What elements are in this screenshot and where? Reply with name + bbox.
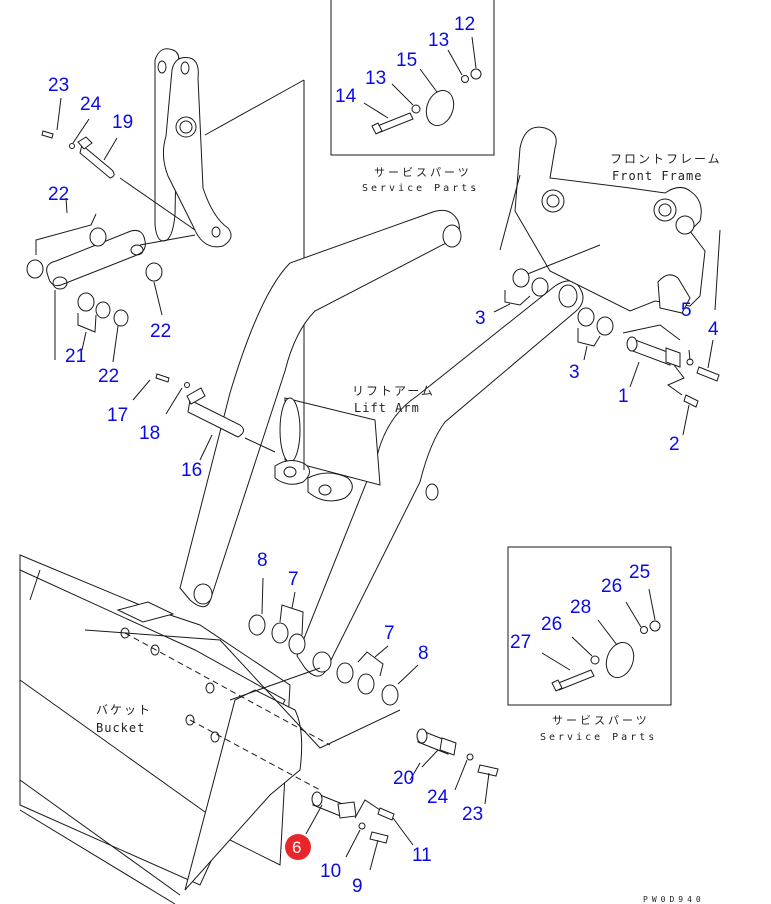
bucket-label-en: Bucket [96,721,145,735]
washer-part-18 [184,382,190,388]
bolt-part-4 [696,366,720,382]
service-parts-box-2: サービスパーツ Service Parts [507,546,672,743]
highlight-badge[interactable] [285,834,311,860]
bolt-part-14 [371,112,414,135]
bucket-label-jp: バケット [96,703,152,717]
callout-24[interactable]: 24 [80,94,102,115]
front-frame-label-jp: フロントフレーム [610,152,722,166]
callout-13[interactable]: 13 [428,30,449,51]
callout-11[interactable]: 11 [412,845,432,866]
callout-9[interactable]: 9 [352,876,363,897]
pin-part-19 [77,136,196,231]
grease-fitting-part-11 [377,807,395,821]
callout-23[interactable]: 23 [462,804,483,825]
callout-3[interactable]: 3 [475,308,486,329]
callout-27[interactable]: 27 [510,632,531,653]
callout-22[interactable]: 22 [48,184,69,205]
lock-plate-part-15 [425,90,455,126]
front-frame [499,126,721,314]
service-parts-caption-jp: サービスパーツ [552,714,650,727]
callout-19[interactable]: 19 [112,112,133,133]
bolt-part-23 [41,130,54,139]
service-parts-caption-en: Service Parts [540,732,657,743]
shims-link [26,197,163,363]
highlight-badge-text[interactable]: 6 [292,838,301,857]
callout-26[interactable]: 26 [601,576,622,597]
link [46,230,196,360]
callout-22[interactable]: 22 [98,366,119,387]
callout-14[interactable]: 14 [335,86,357,107]
lift-arm-label-en: Lift Arm [354,401,420,415]
callout-1[interactable]: 1 [618,386,629,407]
front-frame-label-en: Front Frame [612,169,702,183]
bucket [19,554,401,904]
callout-13[interactable]: 13 [365,68,386,89]
label-bucket: バケット Bucket [96,703,152,735]
washer-part-24 [69,143,75,149]
pin-part-1 [622,324,681,368]
bolt-part-9 [369,831,389,844]
callout-26[interactable]: 26 [541,614,562,635]
callout-17[interactable]: 17 [107,405,128,426]
pin-part-16 [186,387,276,453]
lift-arm-label-jp: リフトアーム [352,384,435,398]
nut-part-12 [470,68,482,80]
washer-part-26 [590,655,600,665]
lift-arm [179,209,584,677]
service-parts-caption-en: Service Parts [362,183,479,194]
label-lift-arm: リフトアーム Lift Arm [352,384,435,415]
washer-part-24b [466,753,474,761]
callout-24[interactable]: 24 [427,787,449,808]
callout-12[interactable]: 12 [454,14,475,35]
nut-part-25 [649,620,661,632]
callout-2[interactable]: 2 [669,434,680,455]
shims-part-7-8 [248,577,419,706]
callout-15[interactable]: 15 [396,50,417,71]
callout-23[interactable]: 23 [48,75,69,96]
callout-16[interactable]: 16 [181,460,202,481]
pin-part-6 [311,791,384,819]
bolt-part-17 [155,373,170,383]
callout-5[interactable]: 5 [681,300,692,321]
callout-10[interactable]: 10 [320,861,341,882]
bellcrank [154,48,305,420]
washer-part-13 [411,104,421,114]
callout-18[interactable]: 18 [139,423,160,444]
highlighted-callout-6[interactable]: 6 [285,834,311,860]
washer-part-26b [640,626,648,634]
callout-8[interactable]: 8 [418,643,429,664]
callout-7[interactable]: 7 [384,623,395,644]
callout-4[interactable]: 4 [708,319,719,340]
leader-lines [56,97,714,871]
bolt-part-23b [477,764,499,777]
washer-part-10 [358,822,366,830]
callout-25[interactable]: 25 [629,562,650,583]
service-parts-caption-jp: サービスパーツ [374,166,472,179]
bolt-part-27 [551,669,595,692]
shims-part-3 [493,268,614,361]
lock-plate-part-28 [605,642,635,678]
callout-22[interactable]: 22 [150,321,171,342]
label-front-frame: フロントフレーム Front Frame [610,152,722,183]
callout-20[interactable]: 20 [393,768,414,789]
washer-part-13b [461,75,469,83]
callout-28[interactable]: 28 [570,597,591,618]
callout-7[interactable]: 7 [288,569,299,590]
callouts: 23 24 19 22 22 21 22 17 18 16 14 13 15 1… [48,14,719,897]
callout-3[interactable]: 3 [569,362,580,383]
service-parts-box-1: サービスパーツ Service Parts [330,0,495,194]
drawing-code: PW0D940 [643,895,705,904]
callout-8[interactable]: 8 [257,550,268,571]
pin-part-20 [416,728,457,768]
grease-fitting-part-2 [683,394,699,408]
callout-21[interactable]: 21 [65,346,86,367]
